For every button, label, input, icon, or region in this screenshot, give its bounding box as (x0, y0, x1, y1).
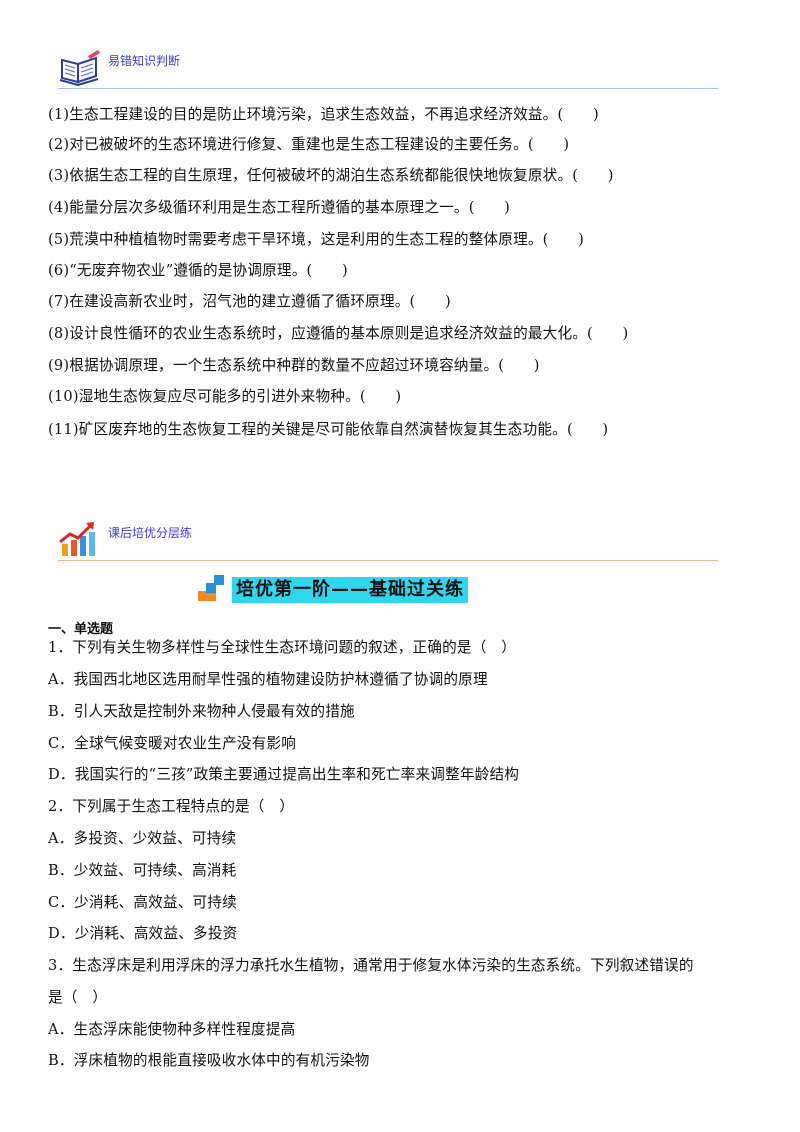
answer-option: B．引人天敌是控制外来物种人侵最有效的措施 (48, 703, 355, 720)
divider (58, 88, 718, 89)
question-stem: 2．下列属于生态工程特点的是（ ） (48, 798, 295, 815)
judgment-item: (2)对已被破坏的生态环境进行修复、重建也是生态工程建设的主要任务。( ) (48, 136, 570, 153)
question-type-heading: 一、单选题 (48, 622, 114, 637)
level-banner: 培优第一阶——基础过关练 (198, 571, 494, 605)
divider (58, 560, 718, 561)
answer-option: A．我国西北地区选用耐旱性强的植物建设防护林遵循了协调的原理 (48, 671, 488, 688)
question-stem: 3．生态浮床是利用浮床的浮力承托水生植物，通常用于修复水体污染的生态系统。下列叙… (48, 957, 694, 974)
answer-option: D．少消耗、高效益、多投资 (48, 925, 238, 942)
answer-option: B．少效益、可持续、高消耗 (48, 862, 237, 879)
answer-option: C．少消耗、高效益、可持续 (48, 894, 237, 911)
section-header-practice: 课后培优分层练 (58, 520, 718, 564)
answer-option: D．我国实行的“三孩”政策主要通过提高出生率和死亡率来调整年龄结构 (48, 766, 520, 783)
question-stem: 1．下列有关生物多样性与全球性生态环境问题的叙述，正确的是（ ） (48, 639, 517, 656)
judgment-item: (7)在建设高新农业时，沼气池的建立遵循了循环原理。( ) (48, 293, 451, 310)
stairs-icon (198, 575, 224, 601)
judgment-item: (10)湿地生态恢复应尽可能多的引进外来物种。( ) (48, 388, 402, 405)
answer-option: C．全球气候变暖对农业生产没有影响 (48, 735, 297, 752)
judgment-item: (8)设计良性循环的农业生态系统时，应遵循的基本原则是追求经济效益的最大化。( … (48, 325, 629, 342)
answer-option: A．多投资、少效益、可持续 (48, 830, 237, 847)
book-icon (59, 50, 100, 86)
judgment-item: (6)“无废弃物农业”遵循的是协调原理。( ) (48, 262, 348, 279)
question-stem-continued: 是（ ） (48, 989, 108, 1006)
judgment-item: (3)依据生态工程的自生原理，任何被破坏的湖泊生态系统都能很快地恢复原状。( ) (48, 167, 614, 184)
answer-option: B．浮床植物的根能直接吸收水体中的有机污染物 (48, 1052, 370, 1069)
judgment-item: (9)根据协调原理，一个生态系统中种群的数量不应超过环境容纳量。( ) (48, 357, 540, 374)
judgment-item: (1)生态工程建设的目的是防止环境污染，追求生态效益，不再追求经济效益。( ) (48, 106, 599, 123)
section-title: 课后培优分层练 (108, 526, 193, 540)
answer-option: A．生态浮床能使物种多样性程度提高 (48, 1021, 296, 1038)
banner-label: 培优第一阶——基础过关练 (232, 577, 468, 603)
judgment-item: (4)能量分层次多级循环利用是生态工程所遵循的基本原理之一。( ) (48, 199, 511, 216)
judgment-item: (5)荒漠中种植植物时需要考虑干旱环境，这是利用的生态工程的整体原理。( ) (48, 231, 585, 248)
judgment-item: (11)矿区废弃地的生态恢复工程的关键是尽可能依靠自然演替恢复其生态功能。( ) (48, 421, 609, 438)
section-header-mistake-judgment: 易错知识判断 (58, 50, 718, 90)
section-title: 易错知识判断 (108, 54, 181, 68)
growth-chart-icon (59, 522, 95, 556)
